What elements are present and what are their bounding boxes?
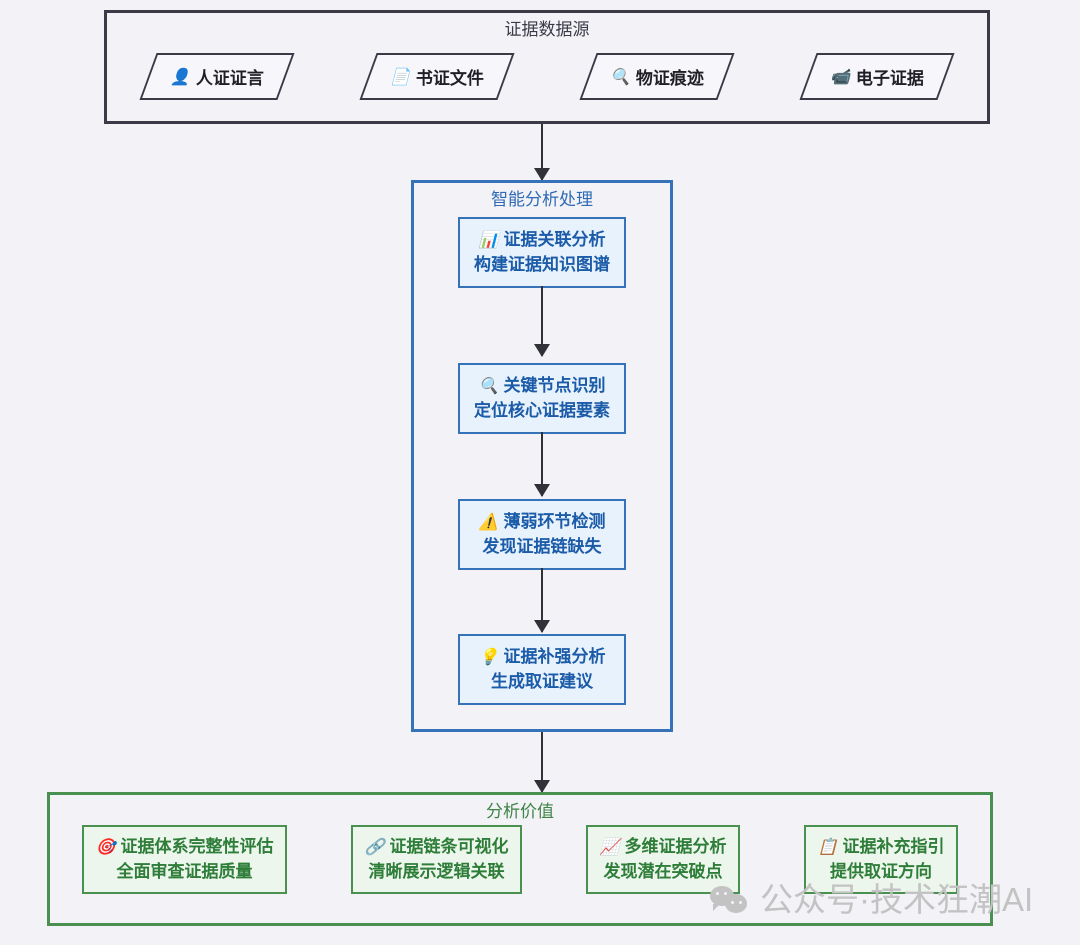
arrow-sources-to-analysis: [541, 124, 543, 180]
node-evidence-integrity-assessment[interactable]: 🎯 证据体系完整性评估 全面审查证据质量: [81, 825, 288, 894]
dart-target-icon: 🎯: [95, 836, 116, 856]
node-line1: 证据链条可视化: [389, 837, 509, 856]
node-label: 物证痕迹: [635, 69, 704, 88]
chart-increasing-icon: 📈: [599, 836, 620, 856]
node-line1: 证据关联分析: [503, 230, 606, 249]
evidence-source-node-row: 👤 人证证言 📄 书证文件 🔍 物证痕迹 📹 电子证据: [107, 53, 987, 100]
node-line2: 提供取证方向: [829, 862, 932, 881]
node-line2: 生成取证建议: [491, 672, 593, 691]
document-page-icon: 📄: [390, 66, 410, 86]
node-line1: 关键节点识别: [503, 376, 606, 395]
node-line1: 证据补充指引: [842, 837, 945, 856]
node-line2: 全面审查证据质量: [116, 862, 253, 881]
node-witness-testimony[interactable]: 👤 人证证言: [139, 53, 295, 100]
node-weak-link-detection[interactable]: ⚠️ 薄弱环节检测 发现证据链缺失: [458, 499, 626, 570]
node-documentary-evidence[interactable]: 📄 书证文件: [359, 53, 515, 100]
node-physical-evidence[interactable]: 🔍 物证痕迹: [579, 53, 735, 100]
node-evidence-supplement-guidance[interactable]: 📋 证据补充指引 提供取证方向: [803, 825, 959, 894]
bar-chart-icon: 📊: [478, 229, 499, 249]
arrow-analysis-to-value: [541, 732, 543, 792]
person-bust-icon: 👤: [170, 66, 190, 86]
node-line2: 发现证据链缺失: [482, 537, 602, 556]
arrow-relation-to-keynode: [541, 286, 543, 356]
node-evidence-reinforcement-analysis[interactable]: 💡 证据补强分析 生成取证建议: [458, 634, 626, 705]
node-line2: 构建证据知识图谱: [474, 255, 610, 274]
node-line1: 证据体系完整性评估: [120, 837, 274, 856]
node-line1: 证据补强分析: [503, 647, 606, 666]
node-multidimensional-analysis[interactable]: 📈 多维证据分析 发现潜在突破点: [585, 825, 741, 894]
magnifying-glass-icon: 🔍: [478, 375, 499, 395]
analysis-value-node-row: 🎯 证据体系完整性评估 全面审查证据质量 🔗 证据链条可视化 清晰展示逻辑关联 …: [50, 825, 990, 894]
cluster-title-intelligent-analysis: 智能分析处理: [491, 190, 593, 209]
node-electronic-evidence[interactable]: 📹 电子证据: [799, 53, 955, 100]
node-label: 人证证言: [195, 69, 264, 88]
node-line2: 定位核心证据要素: [474, 401, 610, 420]
cluster-title-analysis-value: 分析价值: [486, 802, 554, 821]
light-bulb-icon: 💡: [478, 646, 499, 666]
node-line2: 发现潜在突破点: [603, 862, 723, 881]
node-evidence-chain-visualization[interactable]: 🔗 证据链条可视化 清晰展示逻辑关联: [350, 825, 523, 894]
cluster-analysis-value: 分析价值 🎯 证据体系完整性评估 全面审查证据质量 🔗 证据链条可视化 清晰展示…: [47, 792, 993, 926]
cluster-evidence-sources: 证据数据源 👤 人证证言 📄 书证文件 🔍 物证痕迹: [104, 10, 990, 124]
cluster-title-evidence-sources: 证据数据源: [504, 20, 590, 39]
node-line1: 薄弱环节检测: [503, 512, 606, 531]
arrow-keynode-to-weaklink: [541, 432, 543, 496]
node-label: 电子证据: [855, 69, 924, 88]
video-camera-icon: 📹: [830, 66, 850, 86]
warning-triangle-icon: ⚠️: [478, 511, 499, 531]
cluster-intelligent-analysis: 智能分析处理 📊 证据关联分析 构建证据知识图谱 🔍 关键节点识别 定位核心证据…: [411, 180, 673, 732]
node-label: 书证文件: [415, 69, 484, 88]
link-chain-icon: 🔗: [364, 836, 385, 856]
node-key-node-identification[interactable]: 🔍 关键节点识别 定位核心证据要素: [458, 363, 626, 434]
magnifying-glass-icon: 🔍: [610, 66, 630, 86]
node-line1: 多维证据分析: [624, 837, 727, 856]
arrow-weaklink-to-reinforcement: [541, 568, 543, 632]
node-line2: 清晰展示逻辑关联: [368, 862, 505, 881]
clipboard-icon: 📋: [817, 836, 838, 856]
node-evidence-relation-analysis[interactable]: 📊 证据关联分析 构建证据知识图谱: [458, 217, 626, 288]
